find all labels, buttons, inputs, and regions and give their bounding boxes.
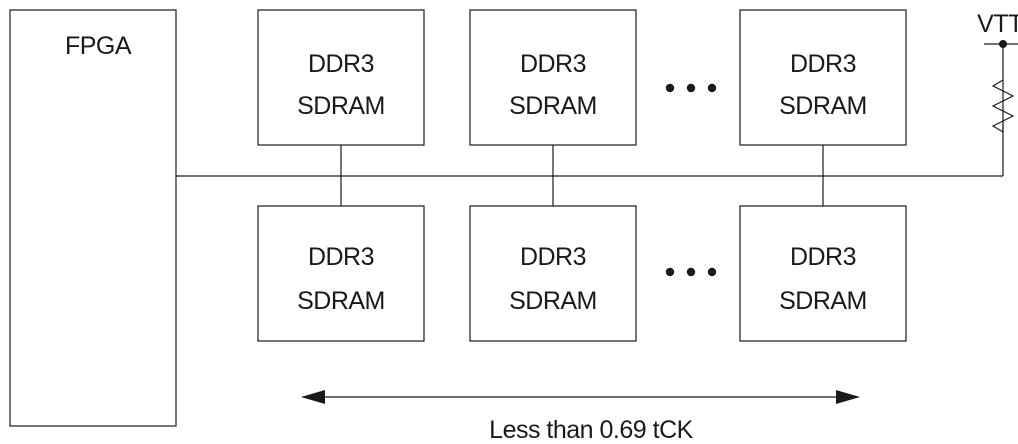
chip-line1: DDR3 xyxy=(520,243,586,271)
top-chip-1: DDR3 SDRAM xyxy=(257,9,425,146)
termination-resistor xyxy=(984,40,1018,134)
fpga-block: FPGA xyxy=(9,9,177,427)
dimension-label: Less than 0.69 tCK xyxy=(489,416,693,444)
chip-line1: DDR3 xyxy=(308,50,374,78)
bottom-ellipsis xyxy=(665,267,717,277)
chip-line1: DDR3 xyxy=(308,243,374,271)
chip-line1: DDR3 xyxy=(790,243,856,271)
chip-line2: SDRAM xyxy=(297,92,385,120)
bottom-chip-2: DDR3 SDRAM xyxy=(469,205,637,342)
chip-line2: SDRAM xyxy=(779,92,867,120)
bottom-chip-3: DDR3 SDRAM xyxy=(739,205,907,342)
top-chip-2: DDR3 SDRAM xyxy=(469,9,637,146)
chip-line1: DDR3 xyxy=(520,50,586,78)
chip-line1: DDR3 xyxy=(790,50,856,78)
chip-line2: SDRAM xyxy=(509,287,597,315)
chip-line2: SDRAM xyxy=(779,287,867,315)
vtt-label: VTT xyxy=(977,10,1018,38)
fpga-label: FPGA xyxy=(65,32,132,60)
top-chip-3: DDR3 SDRAM xyxy=(739,9,907,146)
bottom-chip-1: DDR3 SDRAM xyxy=(257,205,425,342)
top-ellipsis xyxy=(665,83,717,93)
chip-line2: SDRAM xyxy=(297,287,385,315)
chip-line2: SDRAM xyxy=(509,92,597,120)
